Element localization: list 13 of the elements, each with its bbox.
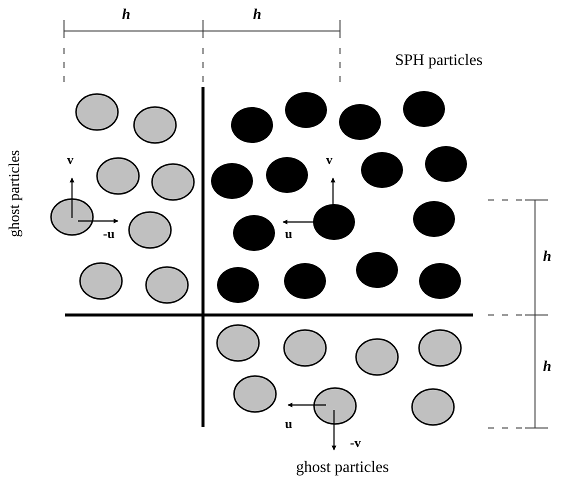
dimension-label: h <box>253 8 262 23</box>
velocity-label: v <box>326 153 332 166</box>
region-label: SPH particles <box>395 53 483 69</box>
velocity-label: u <box>285 417 292 430</box>
region-label: ghost particles <box>296 460 389 476</box>
velocity-label: v <box>67 153 74 166</box>
dimension-label: h <box>122 8 130 23</box>
velocity-label: u <box>285 227 292 240</box>
dimension-label: h <box>543 360 552 375</box>
region-label: ghost particles <box>8 150 23 238</box>
velocity-label: -v <box>350 436 361 449</box>
dimension-label: h <box>543 250 552 265</box>
velocity-label: -u <box>103 227 115 240</box>
